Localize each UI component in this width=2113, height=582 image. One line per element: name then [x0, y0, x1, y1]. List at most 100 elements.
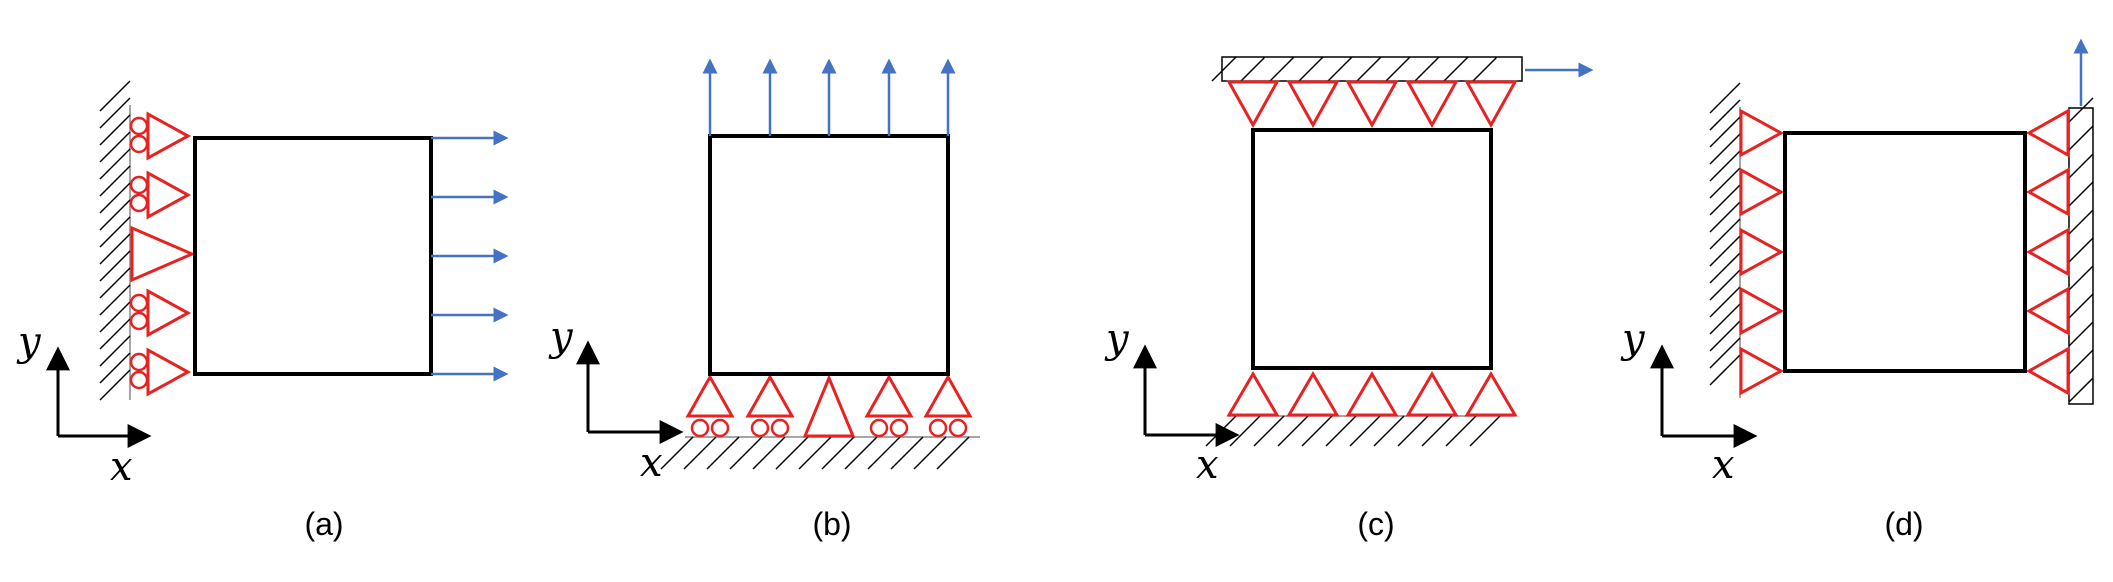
panel-d-square: [1783, 131, 2027, 373]
panel-d-left-hatch-line: [1709, 303, 1741, 335]
panel-c-hatch-line: [1325, 415, 1357, 447]
panel-a-pin-triangle: [130, 225, 196, 283]
panel-d-right-pin-triangle: [2025, 227, 2070, 277]
panel-b-caption: (b): [812, 506, 851, 542]
panel-a-roller-wheel: [129, 370, 149, 390]
panel-a-x-label: x: [110, 444, 133, 490]
panel-c-bottom-pin-triangle: [1405, 371, 1459, 417]
panel-d-right-plate-hatch-line: [2068, 153, 2094, 179]
panel-b-ground-hatch: [660, 436, 980, 470]
panel-a-hatch-line: [99, 216, 131, 248]
panel-d-left-hatch-line: [1709, 99, 1741, 131]
panel-a-hatch-line: [99, 318, 131, 350]
panel-a-hatch-line: [99, 199, 131, 231]
panel-a-caption: (a): [304, 506, 343, 542]
panel-a-square: [193, 136, 433, 376]
panel-b-x-label: x: [640, 440, 663, 486]
panel-b-roller-triangle: [685, 373, 735, 418]
panel-c-axes: y x: [1104, 316, 1240, 488]
panel-d-left-hatch-line: [1709, 184, 1741, 216]
panel-c-top-plate-hatch-line: [1472, 56, 1498, 82]
panel-d-right-pin-triangle: [2025, 108, 2070, 158]
panel-c-ground-hatch: [1205, 415, 1515, 447]
panel-a-roller-triangle: [146, 288, 192, 338]
panel-c-square: [1251, 128, 1493, 370]
panel-d-left-hatch-line: [1709, 116, 1741, 148]
panel-d-left-pin-triangle: [1739, 167, 1785, 217]
panel-d-right-plate-hatch-line: [2068, 237, 2094, 263]
panel-a-hatch-line: [99, 284, 131, 316]
panel-b-hatch-line: [775, 436, 809, 470]
panel-a-hatch-line: [99, 165, 131, 197]
panel-d-left-wall-hatch: [1709, 82, 1741, 398]
panel-c-top-plate-hatch: [1211, 56, 1498, 82]
panel-c-hatch-line: [1301, 415, 1333, 447]
panel-c-bottom-pin-triangle: [1345, 371, 1399, 417]
panel-d-x-label: x: [1712, 442, 1735, 488]
panel-d-left-hatch-line: [1709, 218, 1741, 250]
panel-d-right-pin-triangle: [2025, 286, 2070, 336]
panel-a-axes: y x: [16, 319, 152, 490]
panel-b-hatch-line: [890, 436, 924, 470]
panel-c-top-plate-hatch-line: [1269, 56, 1295, 82]
panel-c: y x (c): [1104, 56, 1594, 542]
panel-a-roller-wheel: [129, 116, 149, 136]
panel-b-supports: [685, 373, 973, 438]
panel-a-hatch-line: [99, 352, 131, 384]
panel-a-hatch-line: [99, 182, 131, 214]
panel-a-roller-wheel: [129, 193, 149, 213]
panel-d-left-hatch-line: [1709, 235, 1741, 267]
panel-a-roller-triangle: [146, 170, 192, 220]
panel-c-top-plate-hatch-line: [1327, 56, 1353, 82]
panel-c-supports: [1226, 80, 1518, 417]
panel-d-right-plate-hatch-line: [2068, 321, 2094, 347]
panel-a-supports: [129, 111, 196, 397]
panel-b-pin-triangle: [802, 374, 856, 438]
panel-c-hatch-line: [1397, 415, 1429, 447]
panel-c-caption: (c): [1357, 506, 1394, 542]
panel-a-roller-wheel: [129, 134, 149, 154]
panel-d-left-pin-triangle: [1739, 227, 1785, 277]
panel-d-left-pin-triangle: [1739, 286, 1785, 336]
panel-a-roller-wheel: [129, 311, 149, 331]
panel-c-hatch-line: [1277, 415, 1309, 447]
panel-b-axes: y x: [548, 314, 684, 486]
panel-d-left-hatch-line: [1709, 320, 1741, 352]
panel-d-right-pin-triangle: [2025, 346, 2070, 396]
panel-a-hatch-line: [99, 369, 131, 401]
panel-c-bottom-pin-triangle: [1464, 371, 1518, 417]
panel-d-left-hatch-line: [1709, 201, 1741, 233]
panel-a-roller-triangle: [146, 111, 192, 161]
panel-d-left-hatch-line: [1709, 167, 1741, 199]
panel-c-hatch-line: [1349, 415, 1381, 447]
panel-a-hatch-line: [99, 301, 131, 333]
panel-a-hatch-line: [99, 97, 131, 129]
panel-b-hatch-line: [683, 436, 717, 470]
panel-c-hatch-line: [1373, 415, 1405, 447]
panel-d-right-pin-triangle: [2025, 167, 2070, 217]
panel-d-right-plate-hatch-line: [2068, 125, 2094, 151]
panel-a-y-label: y: [16, 319, 42, 365]
panel-b-roller-wheel: [690, 418, 710, 438]
panel-b-roller-triangle: [745, 373, 795, 418]
panel-c-hatch-line: [1253, 415, 1285, 447]
panel-b-roller-wheel: [869, 418, 889, 438]
panel-b-square: [708, 134, 950, 376]
panel-d-right-plate-hatch-line: [2068, 97, 2094, 123]
panel-a-roller-wheel: [129, 175, 149, 195]
panel-b-roller-wheel: [710, 418, 730, 438]
panel-d-left-hatch-line: [1709, 269, 1741, 301]
panel-c-top-pin-triangle: [1226, 80, 1280, 129]
panel-b-hatch-line: [867, 436, 901, 470]
panel-b-y-label: y: [548, 314, 574, 360]
panel-c-top-plate-hatch-line: [1443, 56, 1469, 82]
panel-a-hatch-line: [99, 335, 131, 367]
panel-a-hatch-line: [99, 114, 131, 146]
panel-d-left-hatch-line: [1709, 150, 1741, 182]
panel-a-hatch-line: [99, 131, 131, 163]
panel-c-top-pin-triangle: [1345, 80, 1399, 129]
panel-c-y-label: y: [1104, 316, 1130, 362]
panel-c-top-plate-hatch-line: [1414, 56, 1440, 82]
panel-c-hatch-line: [1469, 415, 1501, 447]
panel-a-loads: [431, 130, 509, 382]
